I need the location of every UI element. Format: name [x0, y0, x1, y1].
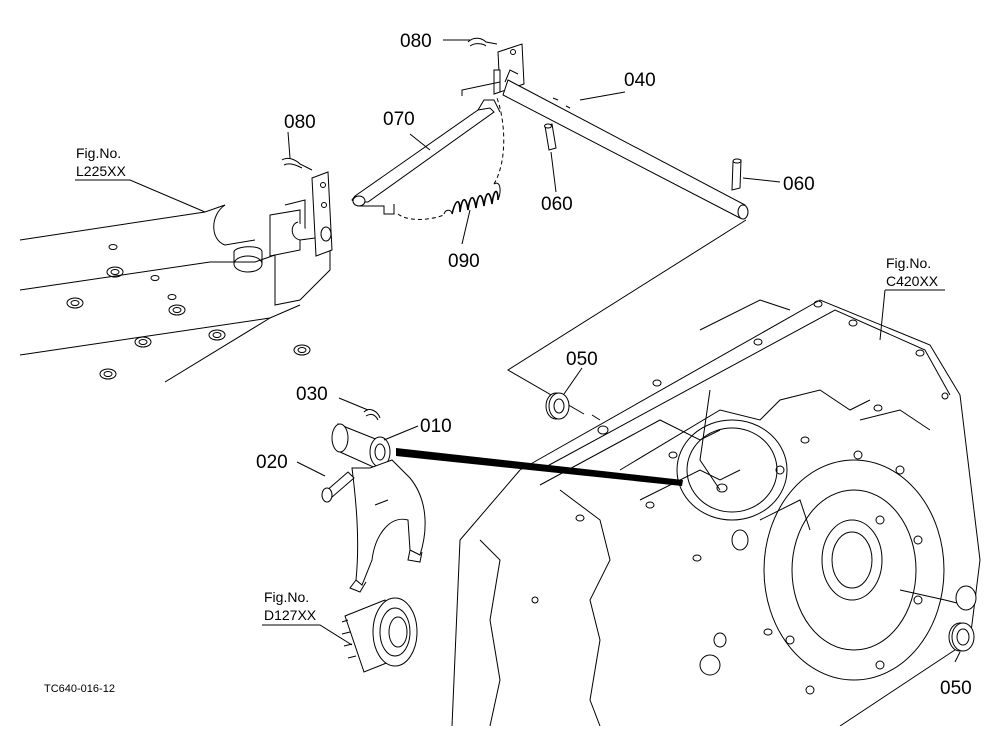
callout-040: 040 [624, 70, 656, 91]
ref-c420-prefix: Fig.No. [886, 255, 931, 271]
cotter-pin-right [467, 37, 498, 47]
callout-060-right: 060 [783, 174, 815, 195]
ref-c420-code: C420XX [886, 273, 939, 289]
transmission-case [451, 299, 981, 727]
callout-010: 010 [420, 416, 452, 437]
callout-090: 090 [448, 251, 480, 272]
right-bracket [493, 43, 525, 95]
pin-030 [363, 409, 381, 421]
callout-050-upper: 050 [566, 349, 598, 370]
callout-080-left: 080 [284, 112, 316, 133]
oil-seal-050-lower [948, 622, 975, 652]
plate-bosses [66, 244, 311, 380]
callout-080-right: 080 [400, 31, 432, 52]
left-bracket [291, 171, 333, 257]
callout-070: 070 [383, 109, 415, 130]
arrow-to-case [396, 448, 683, 486]
bolt-020 [321, 471, 355, 503]
figure-code: TC640-016-12 [44, 683, 115, 695]
callouts: 080 080 070 040 060 060 090 050 050 030 … [256, 31, 972, 699]
callout-060-center: 060 [541, 194, 573, 215]
rod-070 [351, 99, 501, 215]
spring-pin-060-center [544, 123, 557, 151]
callout-020: 020 [256, 452, 288, 473]
leader-lines [75, 39, 961, 663]
floor-plate [19, 199, 331, 383]
oil-seal-050-upper [545, 392, 570, 420]
shaft-040 [502, 69, 749, 220]
spring-090 [397, 97, 505, 220]
case-bolt-holes [531, 300, 949, 695]
callout-050-lower: 050 [940, 678, 972, 699]
callout-030: 030 [296, 384, 328, 405]
shift-fork-010 [331, 423, 426, 593]
ref-l225-code: L225XX [76, 163, 126, 179]
spring-pin-060-right [731, 158, 742, 191]
figure-references: Fig.No. L225XX Fig.No. C420XX Fig.No. D1… [76, 145, 939, 623]
cotter-pin-left [281, 157, 313, 171]
ref-l225-prefix: Fig.No. [76, 145, 121, 161]
ref-d127-code: D127XX [264, 607, 317, 623]
ref-d127-prefix: Fig.No. [264, 589, 309, 605]
release-bearing [341, 597, 418, 673]
